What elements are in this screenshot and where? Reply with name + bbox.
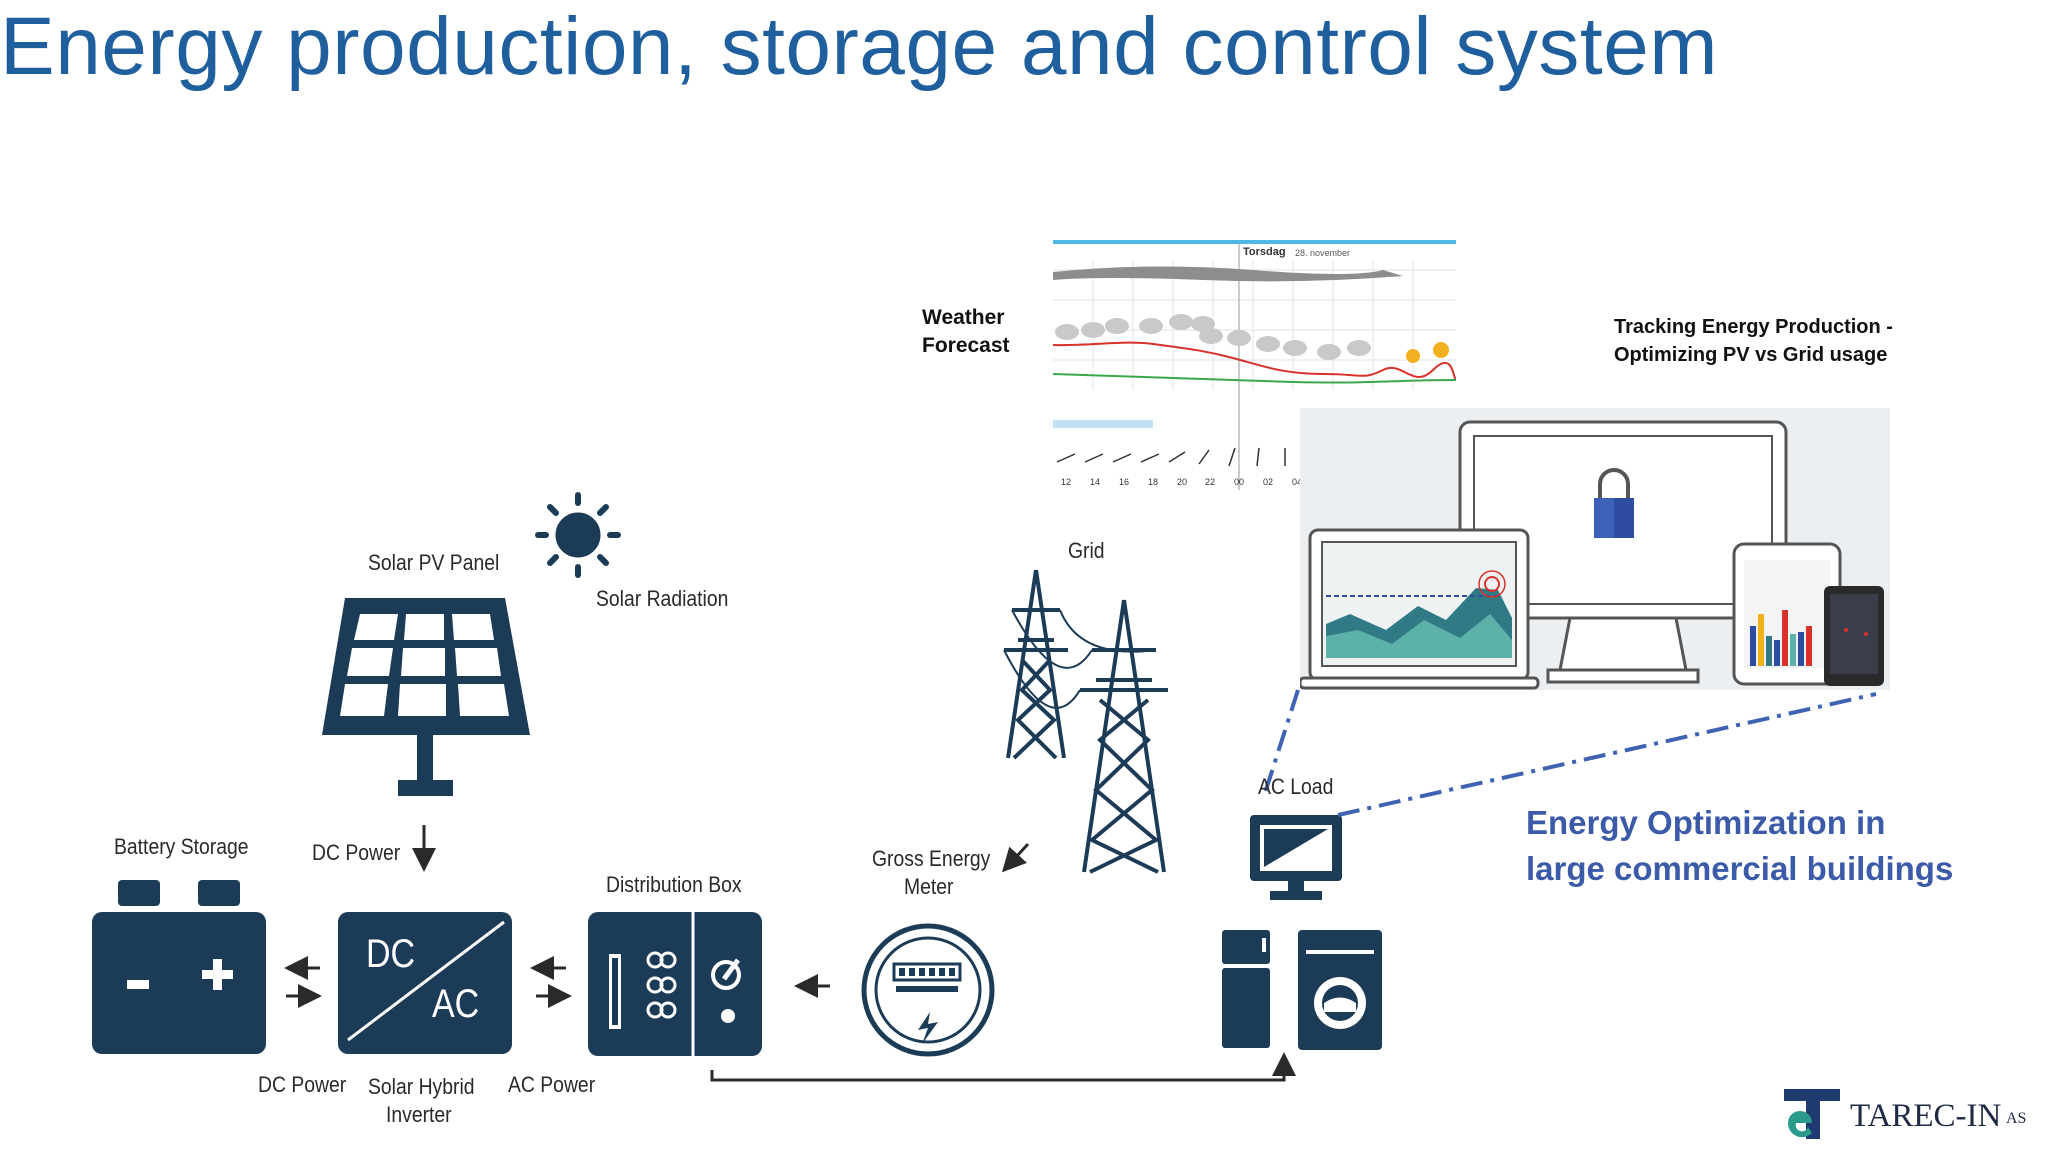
sun-forecast-icons (1406, 342, 1449, 363)
optimization-line2: large commercial buildings (1526, 850, 1954, 887)
tracking-caption: Tracking Energy Production - Optimizing … (1614, 313, 1893, 369)
logo-suffix: AS (2006, 1110, 2027, 1127)
grid-label: Grid (1068, 538, 1105, 563)
devices-monitoring-panel (1298, 408, 1890, 690)
laptop-icon (1298, 528, 1540, 690)
hour-tick: 16 (1119, 477, 1130, 487)
distribution-box-icon (588, 912, 762, 1056)
optimization-line1: Energy Optimization in (1526, 804, 1886, 841)
hour-tick: 00 (1234, 477, 1245, 487)
inverter-label-line2: Inverter (386, 1102, 452, 1127)
hour-tick: 04 (1292, 477, 1303, 487)
inverter-icon (338, 912, 512, 1054)
hour-tick: 02 (1263, 477, 1274, 487)
hour-tick: 14 (1090, 477, 1101, 487)
gross-energy-meter-label-line1: Gross Energy (872, 846, 991, 871)
phone-icon (1824, 586, 1884, 686)
solar-radiation-label: Solar Radiation (596, 586, 729, 611)
hour-tick: 22 (1205, 477, 1216, 487)
weather-forecast-panel: Torsdag 28. november 12 14 16 18 20 22 0… (1053, 240, 1456, 490)
tablet-icon (1732, 542, 1842, 686)
inverter-ac-text: AC (432, 982, 480, 1026)
hour-tick: 18 (1148, 477, 1159, 487)
inverter-label-line1: Solar Hybrid (368, 1074, 475, 1099)
battery-storage-label: Battery Storage (114, 834, 249, 859)
weather-day-label: Torsdag (1243, 246, 1286, 258)
dc-power-top-label: DC Power (312, 840, 401, 865)
lock-icon (1594, 468, 1634, 538)
cloud-icons (1055, 314, 1371, 360)
energy-meter-icon (861, 923, 995, 1057)
inverter-dc-text: DC (366, 932, 416, 976)
tracking-caption-line2: Optimizing PV vs Grid usage (1614, 344, 1888, 366)
fridge-icon (1222, 930, 1270, 1048)
dashed-connector-lines (1262, 689, 1877, 817)
tracking-caption-line1: Tracking Energy Production - (1614, 316, 1893, 338)
weather-date-label: 28. november (1295, 248, 1351, 258)
battery-icon (92, 880, 266, 1054)
energy-optimization-caption: Energy Optimization in large commercial … (1526, 800, 1953, 892)
hour-tick: 20 (1177, 477, 1188, 487)
solar-pv-panel-label: Solar PV Panel (368, 550, 500, 575)
ac-load-label: AC Load (1258, 774, 1334, 799)
weather-caption-line2: Forecast (922, 334, 1010, 357)
ac-power-label: AC Power (508, 1072, 596, 1097)
dc-power-bottom-label: DC Power (258, 1072, 347, 1097)
gross-energy-meter-label-line2: Meter (904, 874, 954, 899)
solar-panel-icon (322, 598, 530, 796)
distribution-box-label: Distribution Box (606, 872, 742, 897)
tarec-in-logo (1784, 1089, 1840, 1139)
weather-forecast-caption: Weather Forecast (922, 304, 1010, 360)
logo-name: TAREC-IN (1850, 1098, 2002, 1134)
hour-tick: 12 (1061, 477, 1072, 487)
washing-machine-icon (1298, 930, 1382, 1050)
grid-tower-icon (1003, 569, 1168, 874)
weather-caption-line1: Weather (922, 306, 1005, 329)
sun-icon (535, 492, 621, 578)
power-flow-arrows (284, 825, 1296, 1082)
slide-title: Energy production, storage and control s… (0, 1, 1719, 92)
monitor-load-icon (1250, 815, 1342, 900)
